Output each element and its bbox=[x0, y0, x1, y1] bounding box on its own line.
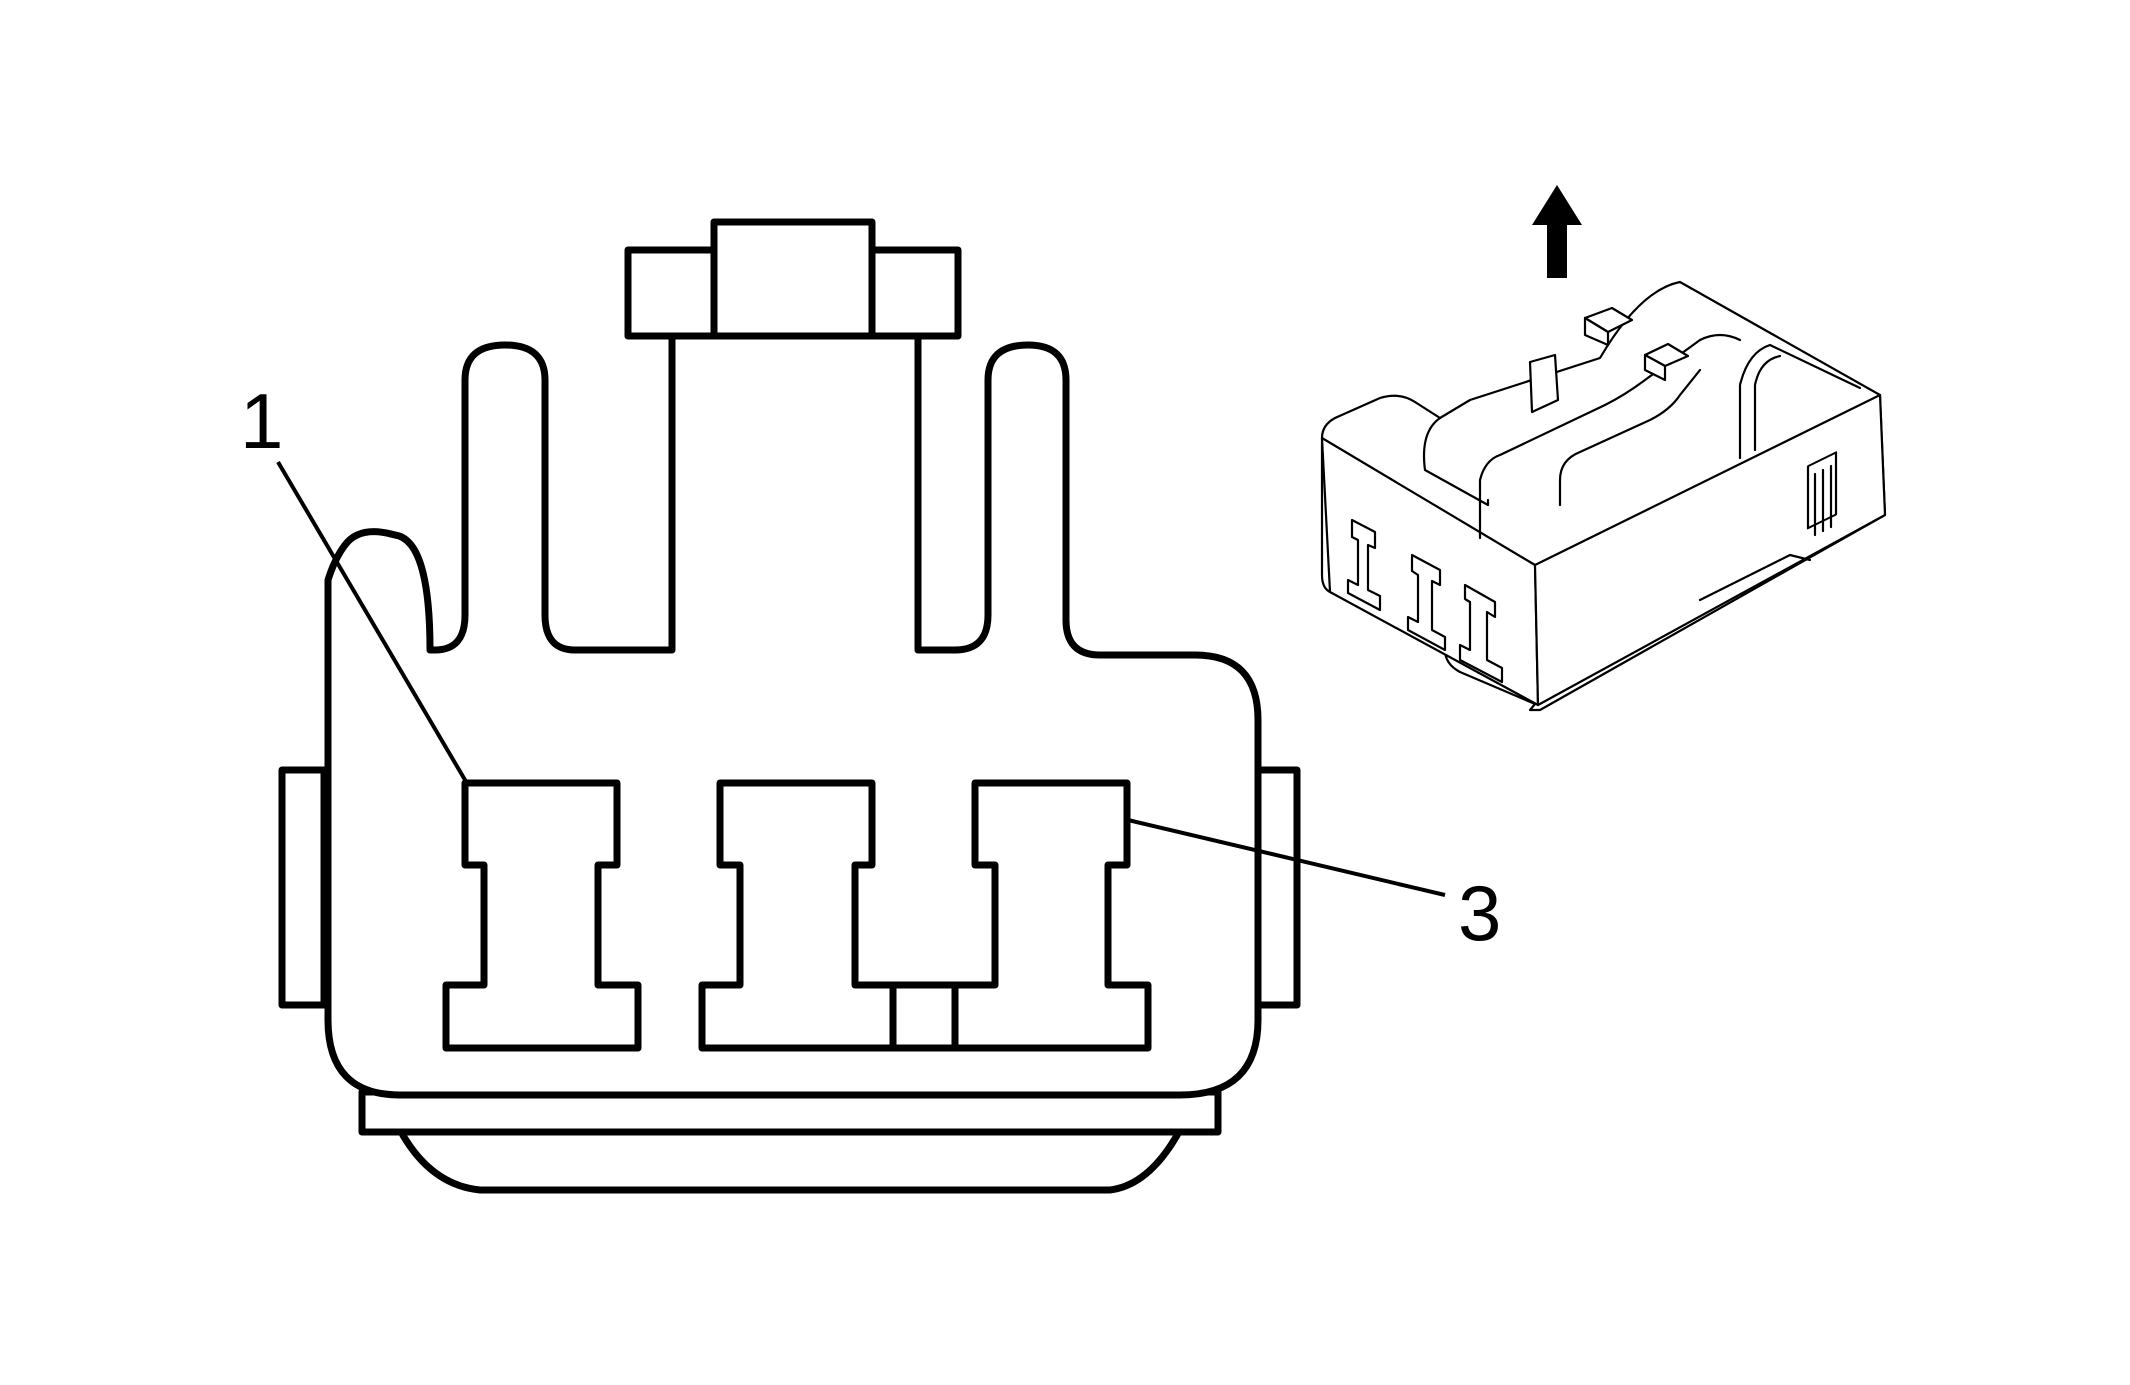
iso-latch-tab-1 bbox=[1528, 353, 1560, 414]
connector-base-rail bbox=[358, 1088, 1222, 1136]
iso-cavity-1 bbox=[1346, 518, 1382, 612]
cavity-bridge bbox=[889, 981, 959, 1052]
iso-cavity-3 bbox=[1458, 583, 1504, 684]
terminal-cavity-3 bbox=[951, 779, 1152, 1052]
connector-base-lip bbox=[396, 1126, 1184, 1194]
callout-3-label: 3 bbox=[1458, 869, 1501, 957]
connector-face-view bbox=[278, 218, 1301, 1194]
left-side-tab bbox=[278, 766, 328, 1009]
connector-isometric-view bbox=[1320, 280, 1887, 712]
iso-top-rail bbox=[1422, 416, 1490, 507]
iso-top-channel-2 bbox=[1558, 368, 1702, 507]
iso-top-channel bbox=[1478, 333, 1742, 540]
iso-latch-tab-3-side bbox=[1643, 353, 1667, 382]
iso-right-rail-2 bbox=[1753, 354, 1782, 452]
callout-1-label: 1 bbox=[240, 377, 283, 465]
callout-3-leader bbox=[1127, 818, 1446, 897]
iso-latch-tab-2-side bbox=[1583, 316, 1610, 347]
callout-3: 3 bbox=[1127, 818, 1501, 957]
iso-right-face bbox=[1533, 393, 1887, 707]
top-key-center bbox=[710, 218, 876, 340]
iso-right-rail bbox=[1738, 343, 1862, 460]
arrow-up-icon bbox=[1532, 185, 1582, 278]
callout-1: 1 bbox=[240, 377, 470, 787]
callout-1-leader bbox=[276, 460, 470, 787]
iso-underside bbox=[1698, 553, 1812, 602]
terminal-cavity-1 bbox=[442, 779, 642, 1052]
iso-cavity-2 bbox=[1406, 553, 1447, 652]
right-side-tab bbox=[1251, 766, 1301, 1009]
